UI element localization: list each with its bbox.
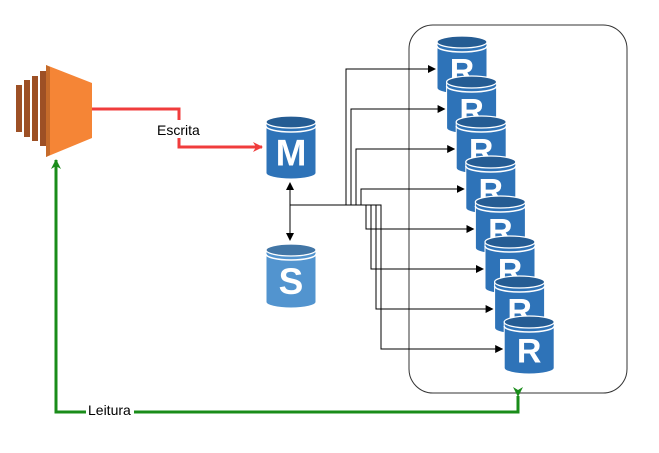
master-cylinder-letter: M — [276, 133, 307, 174]
write-label: Escrita — [157, 122, 200, 138]
replication-line — [290, 204, 494, 313]
ec2-body — [46, 65, 92, 157]
replication-lines — [290, 65, 504, 353]
ec2-instance-icon[interactable] — [16, 65, 92, 157]
replication-line — [290, 185, 465, 206]
standby-cylinder-letter: S — [279, 261, 304, 302]
replica-8-letter: R — [517, 332, 542, 370]
master-cylinder[interactable]: M — [265, 115, 317, 180]
replica-8[interactable]: R — [503, 315, 555, 375]
replication-line — [290, 204, 484, 273]
replication-line — [290, 204, 475, 233]
replication-line — [290, 204, 504, 353]
database-master-icon[interactable]: M — [265, 115, 317, 180]
read-edge — [51, 159, 523, 414]
standby-cylinder[interactable]: S — [265, 243, 317, 309]
read-label: Leitura — [88, 402, 131, 418]
database-standby-icon[interactable]: S — [265, 243, 317, 309]
